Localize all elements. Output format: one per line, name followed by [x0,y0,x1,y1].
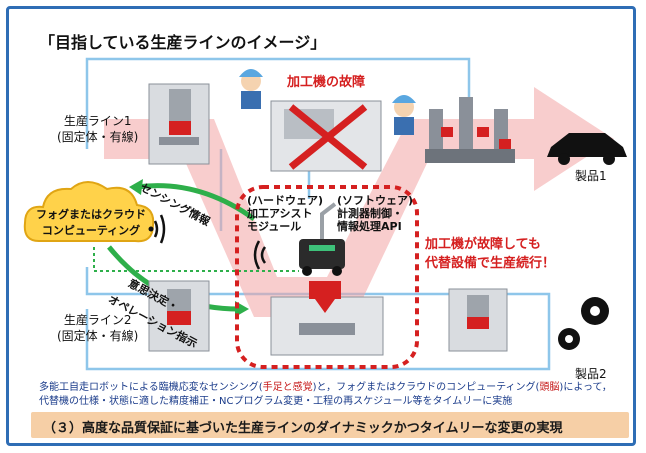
line1-type: (固定体・有線) [57,130,139,144]
diagram-graphics [23,57,627,371]
line2-name: 生産ライン2 [63,313,132,327]
flow-arrow [104,87,614,317]
sensing-arrow [136,183,256,222]
machine-failed [270,100,382,172]
line2-conveyor [85,267,551,371]
robot-arms [425,97,515,163]
robot-icon [299,202,345,276]
description-text-2: )と，フォグまたはクラウドのコンピューティング( [312,382,540,393]
machine-line1-left [148,83,210,165]
description-line1: 多能工自走ロボットによる臨機応変なセンシング(手足と感覚)と，フォグまたはクラウ… [39,381,619,395]
software-label: (ソフトウェア) 計測器制御・ 情報処理API [337,194,413,233]
hardware-title: (ハードウェア) [247,194,324,207]
gear-icon [558,297,609,350]
cloud-link [93,247,299,272]
machine-line2-right [448,288,508,352]
line1-label: 生産ライン1 (固定体・有線) [57,113,138,145]
hardware-line2: モジュール [247,220,302,233]
product1-label: 製品1 [575,169,607,183]
continue-label: 加工機が故障しても 代替設備で生産続行！ [425,235,555,273]
continue-line2: 代替設備で生産続行！ [425,256,556,271]
software-line1: 計測器制御・ [337,207,403,220]
description-highlight-1: 手足と感覚 [262,382,313,393]
line1-name: 生産ライン1 [63,114,132,128]
cloud-icon [23,181,155,243]
module-box [235,185,419,369]
description-line2: 代替機の仕様・状態に適した精度補正・NCプログラム変更・工程の再スケジュール等を… [39,396,513,407]
failure-label: 加工機の故障 [287,75,366,90]
machine-line2-left [148,280,210,352]
description: 多能工自走ロボットによる臨機応変なセンシング(手足と感覚)と，フォグまたはクラウ… [39,381,619,409]
wifi-icon-left [153,214,166,244]
summary-text: （３）高度な品質保証に基づいた生産ラインのダイナミックかつタイムリーな変更の実現 [43,421,563,436]
line2-label: 生産ライン2 (固定体・有線) [57,312,138,344]
cloud-label: フォグまたはクラウド コンピューティング [36,207,146,239]
software-line2: 情報処理API [337,220,402,233]
description-text-1: 多能工自走ロボットによる臨機応変なセンシング( [39,382,263,393]
diagram-title: 「目指している生産ラインのイメージ」 [39,33,327,52]
software-title: (ソフトウェア) [337,194,414,207]
hardware-line1: 加工アシスト [247,207,313,220]
hardware-label: (ハードウェア) 加工アシスト モジュール [247,194,323,233]
machine-alternate [270,281,384,356]
car-icon [547,133,627,157]
worker-2 [392,95,416,135]
line2-type: (固定体・有線) [57,329,139,343]
cloud-label-line2: コンピューティング [41,224,141,237]
cloud-label-line1: フォグまたはクラウド [36,208,146,221]
description-text-3: )によって， [559,382,612,393]
diagram-frame: 「目指している生産ラインのイメージ」 生産ライン1 (固定体・有線) 生産ライン… [6,6,636,446]
wifi-icon-robot [253,240,267,270]
worker-1 [239,69,263,109]
summary-bar [31,412,629,438]
description-highlight-2: 頭脳 [539,382,560,393]
product2-label: 製品2 [575,367,607,381]
continue-line1: 加工機が故障しても [425,237,541,252]
